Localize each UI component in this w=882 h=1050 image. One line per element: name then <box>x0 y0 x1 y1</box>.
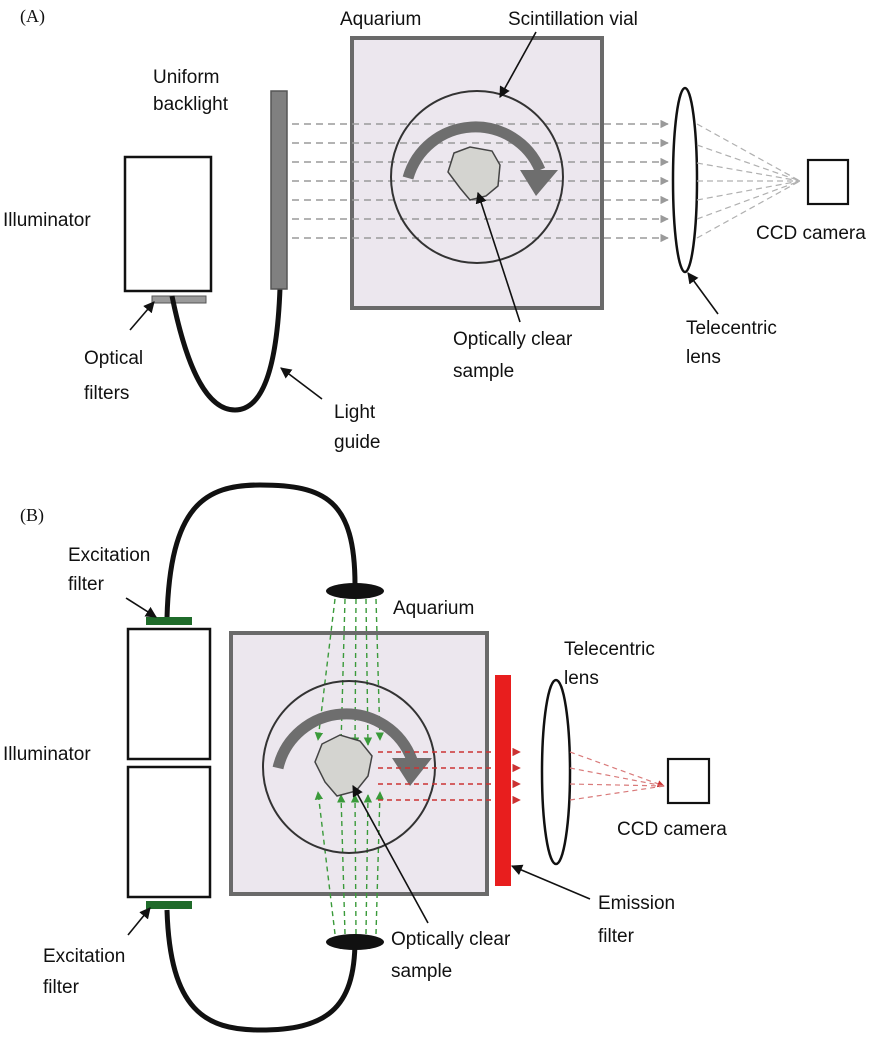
label-filter-bottom-b: filter <box>43 977 80 998</box>
light-guide-a <box>169 287 283 413</box>
leader-lightguide-a <box>280 367 323 400</box>
label-uniform-a: Uniform <box>153 67 220 88</box>
scintillation-vial-b <box>262 680 436 854</box>
leader-exc-top-b <box>125 597 157 618</box>
rotation-arrowhead-b <box>392 758 432 786</box>
leader-sample-b <box>352 785 429 924</box>
ccd-camera-a <box>806 158 850 206</box>
uniform-backlight-a <box>270 90 288 290</box>
panel-a: (A) <box>3 6 866 453</box>
illuminator-bottom-b <box>126 765 212 899</box>
label-filters-a: filters <box>84 383 129 404</box>
telecentric-lens-b <box>540 678 572 866</box>
label-aquarium-a: Aquarium <box>340 9 421 30</box>
backlight-rays-a <box>292 119 669 243</box>
rotation-arrowhead-a <box>520 170 558 196</box>
rotation-arrow-a <box>402 121 546 180</box>
excitation-filter-bottom-b <box>146 901 192 909</box>
leader-telecentric-a <box>687 272 719 315</box>
telecentric-lens-a <box>671 86 699 274</box>
label-guide-a: guide <box>334 432 381 453</box>
label-excitation-bottom-b: Excitation <box>43 946 125 967</box>
panel-a-tag: (A) <box>20 6 45 27</box>
label-light-a: Light <box>334 402 376 423</box>
lens-bottom-b <box>326 934 384 950</box>
label-lens-b: lens <box>564 668 599 689</box>
label-optical-a: Optical <box>84 348 143 369</box>
light-guide-top-b <box>164 482 358 619</box>
label-lens-a: lens <box>686 347 721 368</box>
label-optically-clear-b: Optically clear <box>391 929 511 950</box>
label-sample-a: sample <box>453 361 514 382</box>
leader-sample-a <box>475 191 521 323</box>
panel-b: (B) <box>3 482 727 1033</box>
label-sample-b: sample <box>391 961 452 982</box>
illuminator-top-b <box>126 627 212 761</box>
sample-a <box>447 146 501 201</box>
leader-optical-a <box>129 301 155 331</box>
label-excitation-top-b: Excitation <box>68 545 150 566</box>
leader-exc-bottom-b <box>127 907 151 936</box>
converging-rays-b <box>569 751 665 801</box>
label-ccd-b: CCD camera <box>617 819 727 840</box>
label-illuminator-b: Illuminator <box>3 744 91 765</box>
illuminator-a <box>123 155 213 293</box>
label-scintillation-a: Scintillation vial <box>508 9 638 30</box>
label-aquarium-b: Aquarium <box>393 598 474 619</box>
panel-b-tag: (B) <box>20 505 44 526</box>
label-telecentric-b: Telecentric <box>564 639 655 660</box>
rotation-arrow-b <box>272 708 418 770</box>
leader-vial-a <box>499 31 537 98</box>
optical-filter-a <box>151 295 207 304</box>
label-backlight-a: backlight <box>153 94 229 115</box>
sample-b <box>314 734 373 797</box>
label-optically-clear-a: Optically clear <box>453 329 573 350</box>
scintillation-vial-a <box>390 90 564 264</box>
label-filter-top-b: filter <box>68 574 105 595</box>
ccd-camera-b <box>666 757 711 805</box>
label-emission-b: Emission <box>598 893 675 914</box>
label-telecentric-a: Telecentric <box>686 318 777 339</box>
emission-filter-b <box>495 675 511 886</box>
converging-rays-a <box>696 123 801 239</box>
leader-emission-b <box>510 864 591 900</box>
light-guide-bottom-b <box>164 909 358 1033</box>
label-illuminator-a: Illuminator <box>3 210 91 231</box>
lens-top-b <box>326 583 384 599</box>
label-emission-filter-b: filter <box>598 926 635 947</box>
excitation-filter-top-b <box>146 617 192 625</box>
excitation-rays-bottom-b <box>314 791 384 935</box>
label-ccd-a: CCD camera <box>756 223 866 244</box>
